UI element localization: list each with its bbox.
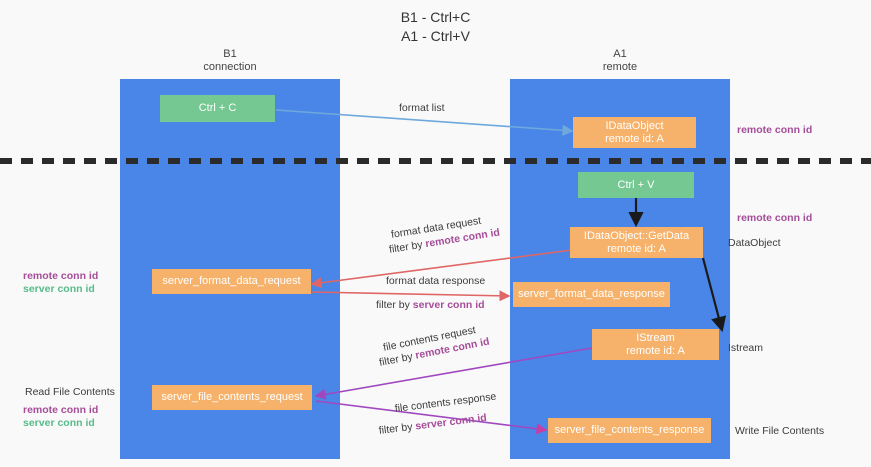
- node-ctrl-v[interactable]: Ctrl + V: [578, 172, 694, 198]
- filter-key-server-conn-id: server conn id: [412, 299, 485, 311]
- node-ctrl-c-line1: Ctrl + C: [198, 102, 237, 114]
- node-idataobject[interactable]: IDataObject remote id: A: [573, 117, 696, 148]
- node-getdata-line2: remote id: A: [607, 242, 666, 255]
- side-label-istream: Istream: [728, 342, 764, 354]
- side-label-dataobject: DataObject: [728, 237, 781, 249]
- node-ctrl-v-line1: Ctrl + V: [617, 178, 655, 191]
- edge-label-format-data-response: format data response: [386, 275, 486, 287]
- side-label-right-mid-remote-conn-id: remote conn id: [737, 212, 813, 224]
- lane-header-right: A1 remote: [602, 48, 638, 73]
- filter-key-server-conn-id: server conn id: [414, 411, 488, 433]
- side-label-left-low-remote-conn-id: remote conn id: [23, 404, 99, 416]
- side-label-left-mid-server-conn-id: server conn id: [23, 283, 95, 295]
- node-server-file-contents-response[interactable]: server_file_contents_response: [548, 418, 711, 443]
- edge-label-file-contents-response-filter: filter by server conn id: [378, 411, 487, 438]
- side-label-write-file-contents: Write File Contents: [735, 425, 825, 437]
- node-idataobject-line2: remote id: A: [605, 132, 664, 145]
- node-idataobject-line1: IDataObject: [605, 119, 664, 132]
- filter-prefix: filter by: [376, 299, 413, 311]
- side-label-left-mid-remote-conn-id: remote conn id: [23, 270, 99, 282]
- side-label-read-file-contents: Read File Contents: [25, 386, 115, 398]
- node-istream-line2: remote id: A: [626, 344, 685, 357]
- node-server-format-data-response-line1: server_format_data_response: [518, 288, 665, 300]
- node-getdata[interactable]: IDataObject::GetData remote id: A: [570, 227, 703, 258]
- node-istream[interactable]: IStream remote id: A: [592, 329, 719, 360]
- node-server-format-data-response[interactable]: server_format_data_response: [513, 282, 670, 307]
- node-server-file-contents-request-line1: server_file_contents_request: [161, 391, 303, 403]
- side-label-right-top-remote-conn-id: remote conn id: [737, 124, 813, 136]
- edge-label-format-list: format list: [399, 102, 445, 114]
- node-ctrl-c[interactable]: Ctrl + C: [160, 95, 275, 122]
- filter-prefix: filter by: [378, 420, 417, 437]
- node-server-file-contents-request[interactable]: server_file_contents_request: [152, 385, 312, 410]
- node-getdata-line1: IDataObject::GetData: [583, 229, 690, 242]
- node-istream-line1: IStream: [636, 331, 675, 344]
- edge-label-format-data-response-filter: filter by server conn id: [376, 298, 485, 312]
- page-title: B1 - Ctrl+C A1 - Ctrl+V: [400, 9, 471, 44]
- node-server-file-contents-response-line1: server_file_contents_response: [554, 424, 705, 436]
- node-server-format-data-request-line1: server_format_data_request: [162, 275, 301, 287]
- side-label-left-low-server-conn-id: server conn id: [23, 417, 95, 429]
- node-server-format-data-request[interactable]: server_format_data_request: [152, 269, 311, 294]
- lane-header-left: B1 connection: [203, 48, 257, 73]
